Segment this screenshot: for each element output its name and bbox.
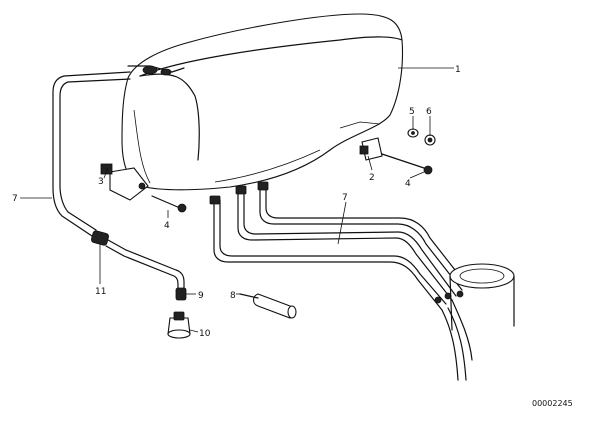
mounting-bracket-left [100, 163, 187, 213]
label-part-11: 11 [95, 287, 106, 297]
hose-connector [90, 230, 127, 257]
tank-strap-top [127, 65, 185, 76]
vent-pipe [123, 249, 187, 301]
leader-lines [20, 67, 454, 333]
label-part-4-left: 4 [164, 221, 170, 231]
label-part-2: 2 [369, 173, 375, 183]
label-part-5: 5 [409, 107, 415, 117]
label-part-9: 9 [198, 291, 204, 301]
label-part-6: 6 [426, 107, 432, 117]
label-part-10: 10 [199, 329, 211, 339]
filler-neck [449, 263, 515, 331]
vent-cap [167, 311, 191, 339]
label-part-4-right: 4 [405, 179, 411, 189]
label-part-7-center: 7 [342, 193, 348, 203]
label-part-3: 3 [98, 177, 104, 187]
label-part-8: 8 [230, 291, 236, 301]
drawing-number: 00002245 [532, 399, 573, 408]
fuel-lines [209, 181, 473, 381]
washer-and-nut [407, 128, 436, 146]
part-labels: 1 2 3 4 4 5 6 7 7 8 9 10 11 [12, 65, 461, 339]
mounting-bracket-right [359, 137, 433, 175]
vent-hose-left [52, 71, 131, 237]
label-part-1: 1 [455, 65, 461, 75]
rubber-hose [239, 293, 297, 319]
label-part-7-left: 7 [12, 194, 18, 204]
fuel-tank [121, 13, 403, 191]
